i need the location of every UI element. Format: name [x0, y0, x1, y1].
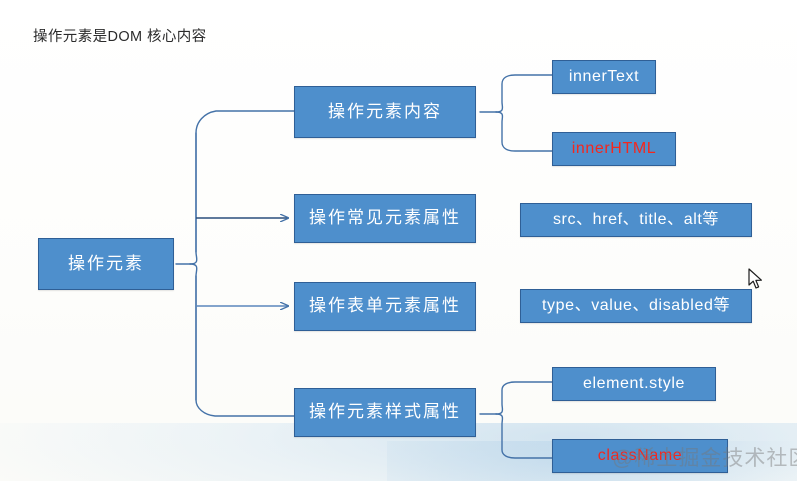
- mouse-pointer-icon: [748, 268, 762, 289]
- node-branch-common-attributes[interactable]: 操作常见元素属性: [294, 194, 476, 243]
- node-branch-form-attributes[interactable]: 操作表单元素属性: [294, 282, 476, 331]
- node-branch-style-attributes[interactable]: 操作元素样式属性: [294, 388, 476, 437]
- node-leaf-innertext[interactable]: innerText: [552, 60, 656, 94]
- node-leaf-innerhtml[interactable]: innerHTML: [552, 132, 676, 166]
- node-root-operate-element[interactable]: 操作元素: [38, 238, 174, 290]
- node-leaf-element-style[interactable]: element.style: [552, 367, 716, 401]
- node-leaf-common-attribute-list[interactable]: src、href、title、alt等: [520, 203, 752, 237]
- page-title: 操作元素是DOM 核心内容: [33, 29, 207, 45]
- node-leaf-form-attribute-list[interactable]: type、value、disabled等: [520, 289, 752, 323]
- node-branch-element-content[interactable]: 操作元素内容: [294, 86, 476, 138]
- node-leaf-classname[interactable]: className: [552, 439, 728, 473]
